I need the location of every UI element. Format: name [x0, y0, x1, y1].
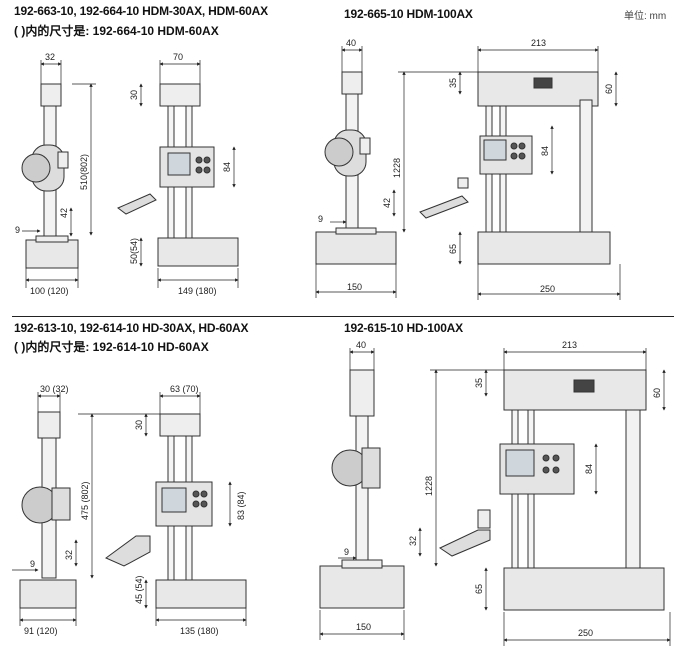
dimensions-top-right — [315, 46, 621, 300]
dim-bl-h83: 83 (84) — [236, 491, 246, 520]
dim-tr-h84: 84 — [540, 146, 550, 156]
dim-br-h32: 32 — [408, 536, 418, 546]
dim-br-h84: 84 — [584, 464, 594, 474]
dim-bl-h475: 475 (802) — [80, 481, 90, 520]
drawing-hdm-large-side — [315, 71, 397, 265]
drawing-hdm-small-front — [117, 83, 239, 267]
dim-tr-h35: 35 — [448, 78, 458, 88]
dim-br-w40: 40 — [356, 340, 366, 350]
drawing-hdm-large-front — [419, 71, 611, 265]
section-title-hdm-small: 192-663-10, 192-664-10 HDM-30AX, HDM-60A… — [14, 4, 268, 18]
dim-tr-h42: 42 — [382, 198, 392, 208]
section-divider — [12, 316, 674, 317]
dim-tr-w40: 40 — [346, 38, 356, 48]
drawing-hd-small-side — [19, 411, 77, 609]
dim-tl-h50: 50(54) — [129, 238, 139, 264]
dimensions-top-left — [22, 60, 239, 288]
dim-tl-h9: 9 — [15, 225, 20, 235]
dim-tl-h30: 30 — [129, 90, 139, 100]
unit-label: 单位: mm — [624, 11, 667, 22]
drawing-hd-small-front — [105, 413, 247, 609]
dim-bl-h30: 30 — [134, 420, 144, 430]
dim-tr-h60: 60 — [604, 84, 614, 94]
dim-bl-w30: 30 (32) — [40, 384, 69, 394]
dim-tr-h65: 65 — [448, 244, 458, 254]
dim-tl-h510: 510(802) — [79, 154, 89, 190]
section-note-hdm-small: ( )内的尺寸是: 192-664-10 HDM-60AX — [14, 24, 219, 38]
dim-br-h60: 60 — [652, 388, 662, 398]
dim-tl-h42: 42 — [59, 208, 69, 218]
drawing-hdm-small-side — [21, 83, 79, 269]
dim-tl-h84: 84 — [222, 162, 232, 172]
dim-br-w250: 250 — [578, 628, 593, 638]
dim-br-h35: 35 — [474, 378, 484, 388]
dim-tl-w70: 70 — [173, 52, 183, 62]
dimensions-bottom-right — [319, 348, 671, 646]
section-title-hd-small: 192-613-10, 192-614-10 HD-30AX, HD-60AX — [14, 321, 249, 335]
dim-bl-h45: 45 (54) — [134, 575, 144, 604]
dimensions-bottom-left — [12, 392, 247, 626]
dim-tl-w149: 149 (180) — [178, 286, 217, 296]
section-title-hd-large: 192-615-10 HD-100AX — [344, 321, 463, 335]
dim-br-h65: 65 — [474, 584, 484, 594]
dim-br-w213: 213 — [562, 340, 577, 350]
drawing-hd-large-side — [319, 369, 405, 609]
dim-tl-w32: 32 — [45, 52, 55, 62]
dim-tr-w213: 213 — [531, 38, 546, 48]
dim-bl-w135: 135 (180) — [180, 626, 219, 636]
dim-bl-h9: 9 — [30, 559, 35, 569]
section-note-hd-small: ( )内的尺寸是: 192-614-10 HD-60AX — [14, 340, 209, 354]
drawing-hd-large-front — [438, 369, 665, 611]
dim-tl-w100: 100 (120) — [30, 286, 69, 296]
dim-bl-h32: 32 — [64, 550, 74, 560]
dim-tr-w250: 250 — [540, 284, 555, 294]
dim-tr-w150: 150 — [347, 282, 362, 292]
dim-bl-w91: 91 (120) — [24, 626, 58, 636]
section-title-hdm-large: 192-665-10 HDM-100AX — [344, 7, 473, 21]
dim-br-h1228: 1228 — [424, 476, 434, 496]
dim-tr-h1228: 1228 — [392, 158, 402, 178]
dim-br-w150: 150 — [356, 622, 371, 632]
dim-tr-h9: 9 — [318, 214, 323, 224]
dim-bl-w63: 63 (70) — [170, 384, 199, 394]
dim-br-h9: 9 — [344, 547, 349, 557]
